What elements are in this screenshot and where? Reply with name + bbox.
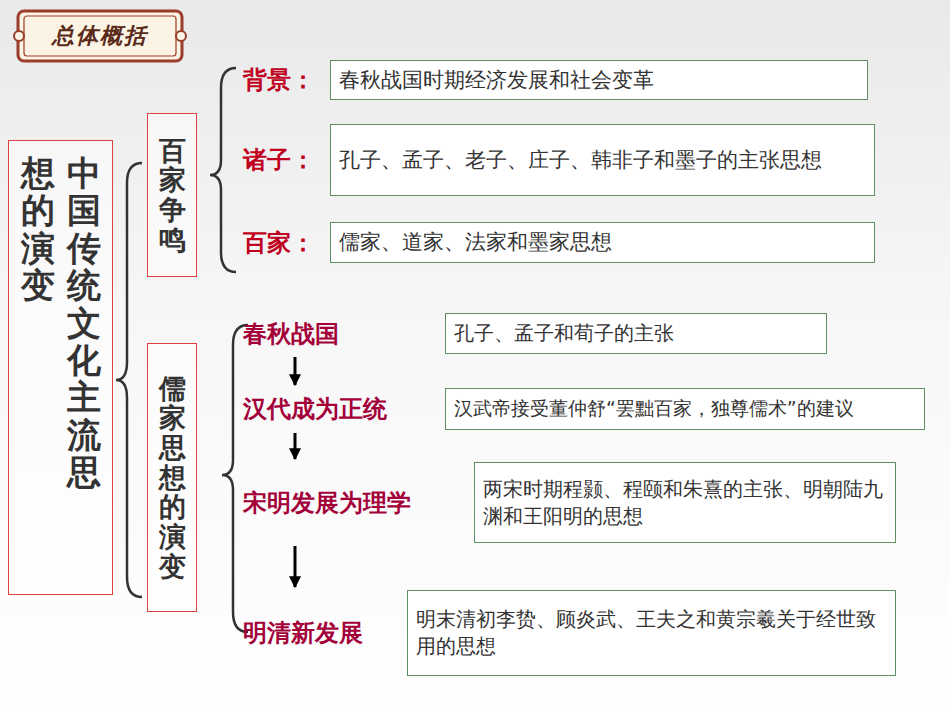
flow-arrow [294,546,297,587]
heading: 背景： [243,64,315,96]
labeled-node: 明清新发展 明末清初李贽、顾炎武、王夫之和黄宗羲关于经世致用的思想 [243,590,896,676]
outline-box: 总体概括 [12,8,188,64]
title-label: 总体概括 [52,21,148,51]
vertical-text: 中国传统文化主流思 [67,155,101,492]
curly-brace [222,325,248,632]
box-text: 孔子、孟子、老子、庄子、韩非子和墨子的主张思想 [339,146,822,174]
heading: 宋明发展为理学 [243,487,411,519]
box-text: 儒家、道家、法家和墨家思想 [339,228,612,256]
outline-box: 中国传统文化主流思想的演变 [8,140,113,595]
box-text: 孔子、孟子和荀子的主张 [454,320,674,347]
vertical-text: 儒家思想的演变 [159,374,186,582]
box-text: 两宋时期程颢、程颐和朱熹的主张、明朝陆九渊和王阳明的思想 [483,476,887,530]
labeled-node: 宋明发展为理学 两宋时期程颢、程颐和朱熹的主张、明朝陆九渊和王阳明的思想 [243,462,896,543]
labeled-node: 汉代成为正统 汉武帝接受董仲舒“罢黜百家，独尊儒术”的建议 [243,388,925,430]
box-text: 春秋战国时期经济发展和社会变革 [339,66,654,94]
text-box: 明末清初李贽、顾炎武、王夫之和黄宗羲关于经世致用的思想 [407,590,896,676]
text-box: 儒家、道家、法家和墨家思想 [330,222,875,263]
labeled-node: 诸子： 孔子、孟子、老子、庄子、韩非子和墨子的主张思想 [243,124,875,196]
labeled-node: 百家： 儒家、道家、法家和墨家思想 [243,222,875,263]
heading: 汉代成为正统 [243,393,387,425]
heading: 诸子： [243,144,315,176]
outline-box: 百家争鸣 [147,113,197,277]
flow-arrow [294,357,297,385]
flow-arrow [294,433,297,459]
labeled-node: 春秋战国 孔子、孟子和荀子的主张 [243,313,827,354]
heading: 春秋战国 [243,318,339,350]
text-box: 孔子、孟子和荀子的主张 [445,313,827,354]
box-text: 明末清初李贽、顾炎武、王夫之和黄宗羲关于经世致用的思想 [416,606,887,660]
heading: 百家： [243,227,315,259]
vertical-text: 想的演变 [21,155,55,305]
text-box: 春秋战国时期经济发展和社会变革 [330,60,868,100]
curly-brace [116,163,142,597]
text-box: 汉武帝接受董仲舒“罢黜百家，独尊儒术”的建议 [445,388,925,430]
box-text: 汉武帝接受董仲舒“罢黜百家，独尊儒术”的建议 [454,396,854,422]
heading: 明清新发展 [243,617,363,649]
vertical-text: 百家争鸣 [159,136,186,255]
labeled-node: 背景： 春秋战国时期经济发展和社会变革 [243,60,868,100]
curly-brace [210,68,236,272]
text-box: 两宋时期程颢、程颐和朱熹的主张、明朝陆九渊和王阳明的思想 [474,462,896,543]
outline-box: 儒家思想的演变 [147,343,197,612]
text-box: 孔子、孟子、老子、庄子、韩非子和墨子的主张思想 [330,124,875,196]
